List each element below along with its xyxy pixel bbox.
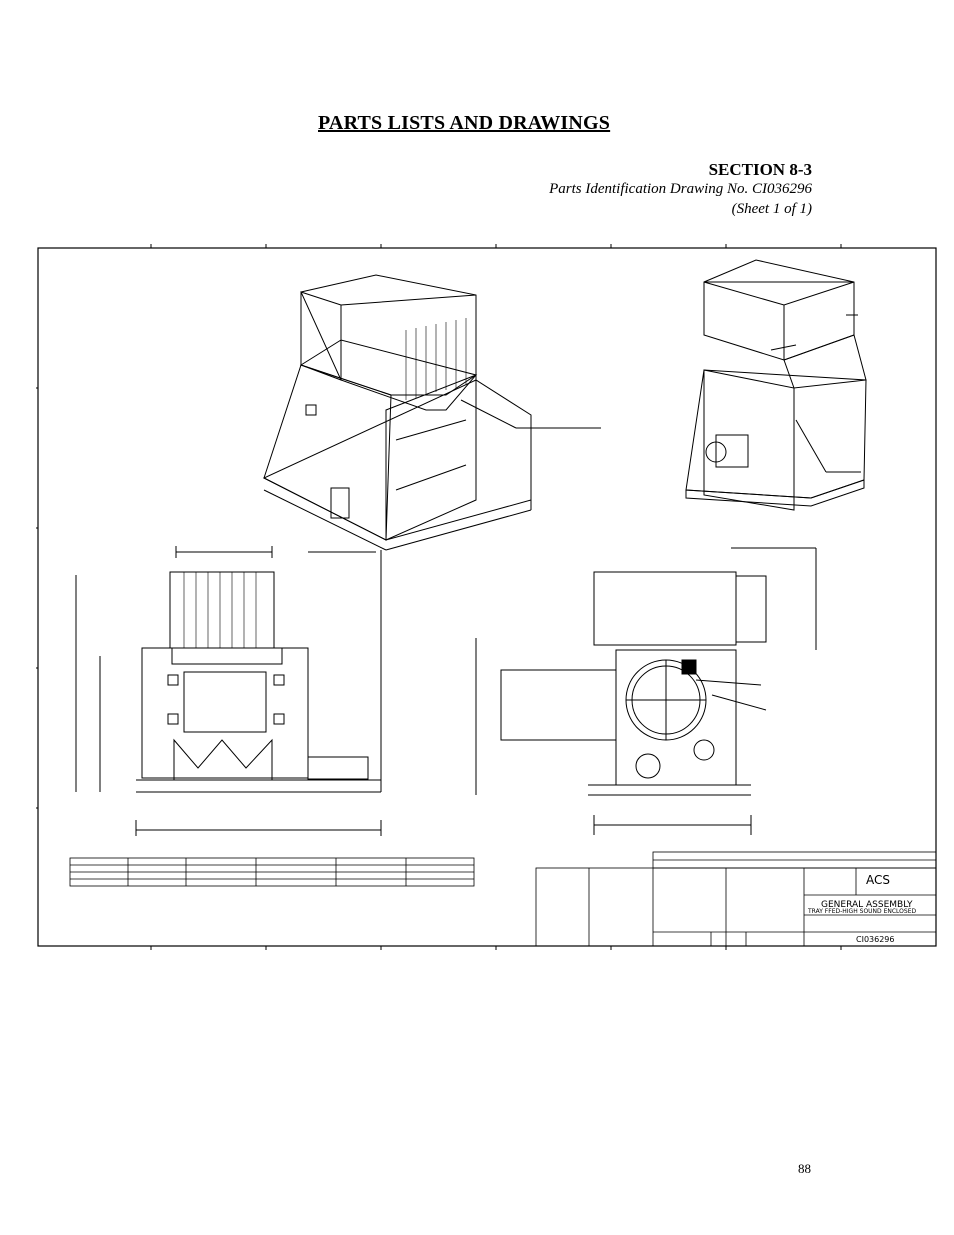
title-block: [535, 851, 937, 947]
title-block-title-line1: GENERAL ASSEMBLY: [821, 900, 913, 910]
drawing-subtitle: Parts Identification Drawing No. CI03629…: [549, 181, 812, 197]
page-title: PARTS LISTS AND DRAWINGS: [318, 112, 611, 134]
parts-identification-drawing: ACS GENERAL ASSEMBLY TRAY FFED-HIGH SOUN…: [36, 240, 938, 952]
isometric-view-front: [262, 274, 601, 551]
sheet-label: (Sheet 1 of 1): [731, 201, 812, 217]
isometric-view-rear: [685, 259, 867, 511]
title-block-title-line2: TRAY FFED-HIGH SOUND ENCLOSED: [807, 908, 916, 915]
dimension-table: [69, 857, 475, 887]
front-view: [75, 546, 382, 836]
page-number: 88: [798, 1161, 811, 1176]
drawing-border: [37, 247, 937, 947]
section-heading: SECTION 8-3: [708, 160, 812, 179]
side-view: [475, 547, 817, 835]
engineering-drawing-svg: ACS GENERAL ASSEMBLY TRAY FFED-HIGH SOUN…: [36, 244, 937, 950]
title-block-drawing-number: CI036296: [856, 935, 894, 944]
title-block-company: ACS: [866, 873, 890, 887]
